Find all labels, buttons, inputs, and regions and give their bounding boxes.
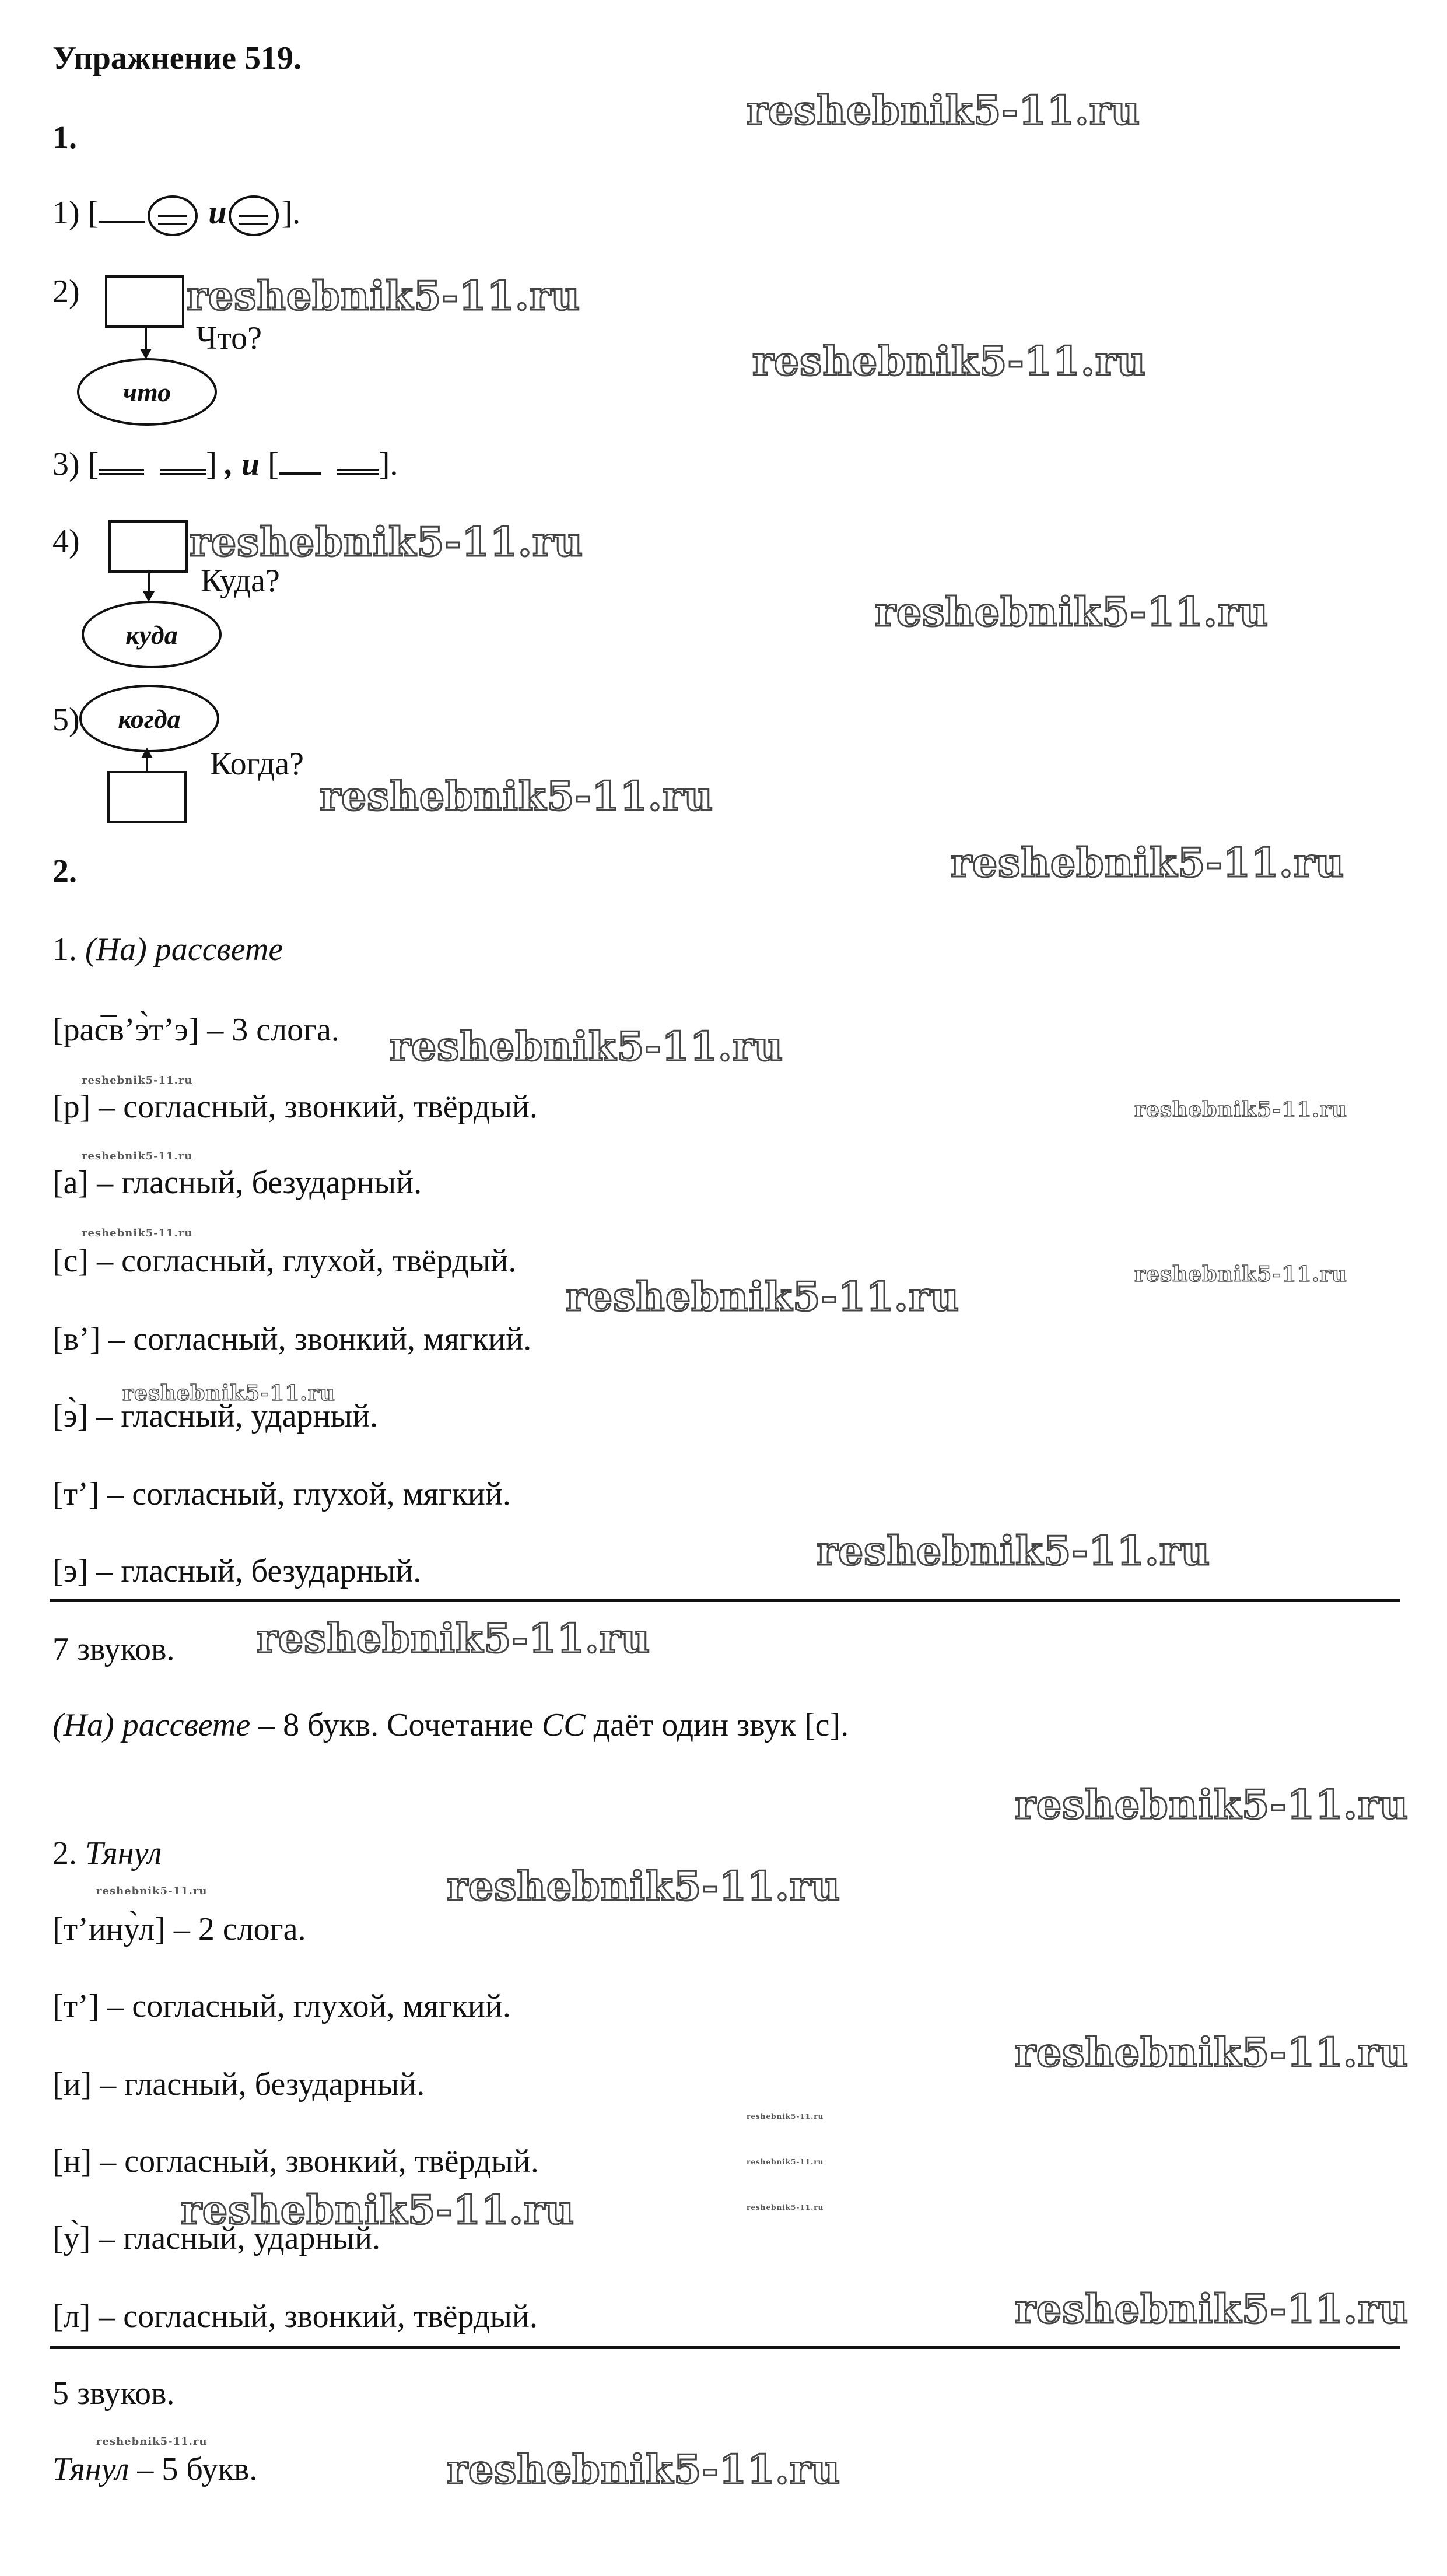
scheme-1-close-bracket: ]. — [281, 194, 301, 231]
word1-sound-count: 7 звуков. — [52, 1631, 175, 1667]
watermark: reshebnik5-11.ru — [185, 272, 581, 321]
word2-transcription: [т’ину̀л] – 2 слога. — [52, 1911, 306, 1947]
word1-line-4: [в’] – согласный, звонкий, мягкий. — [52, 1321, 532, 1357]
watermark: reshebnik5-11.ru — [318, 773, 714, 821]
scheme-2-oval: что — [77, 358, 217, 426]
watermark: reshebnik5-11.ru — [747, 2203, 824, 2211]
scheme-3: 3) [] , и []. — [52, 448, 398, 481]
scheme-4-question: Куда? — [201, 563, 280, 599]
scheme-1-conjunction: и — [208, 194, 227, 231]
scheme-3-open-bracket-1: [ — [87, 446, 99, 482]
scheme-3-close-bracket-2: ]. — [379, 446, 398, 482]
word2-line-4: [у̀] – гласный, ударный. — [52, 2220, 381, 2256]
watermark: reshebnik5-11.ru — [388, 1023, 784, 1071]
watermark: reshebnik5-11.ru — [747, 2158, 824, 2166]
watermark: reshebnik5-11.ru — [1134, 1261, 1347, 1287]
watermark: reshebnik5-11.ru — [82, 1074, 193, 1087]
word2-line-5: [л] – согласный, звонкий, твёрдый. — [52, 2298, 538, 2335]
word2-line-3: [н] – согласный, звонкий, твёрдый. — [52, 2143, 539, 2179]
word2-sound-count: 5 звуков. — [52, 2375, 175, 2412]
word2-line-2: [и] – гласный, безударный. — [52, 2066, 425, 2102]
scheme-5-question: Когда? — [210, 746, 304, 782]
watermark: reshebnik5-11.ru — [745, 87, 1141, 135]
scheme-3-close-bracket-1: ] — [206, 446, 217, 482]
watermark: reshebnik5-11.ru — [96, 1885, 208, 1897]
scheme-1: 1) [ и]. — [52, 195, 300, 236]
page-title: Упражнение 519. — [52, 40, 302, 76]
watermark: reshebnik5-11.ru — [747, 2112, 824, 2121]
watermark: reshebnik5-11.ru — [1014, 2029, 1409, 2077]
scheme-5-oval: когда — [79, 685, 219, 752]
word1-summary-rest: – 8 букв. Сочетание — [250, 1707, 542, 1743]
watermark: reshebnik5-11.ru — [446, 2446, 841, 2494]
predicate-underline-1 — [160, 466, 206, 475]
word2-word: Тянул — [85, 1835, 162, 1871]
word2-summary-word: Тянул — [52, 2451, 129, 2487]
scheme-2-question: Что? — [196, 320, 262, 356]
scheme-3-open-bracket-2: [ — [268, 446, 279, 482]
scheme-3-number: 3) — [52, 446, 80, 482]
watermark: reshebnik5-11.ru — [180, 2186, 575, 2235]
watermark: reshebnik5-11.ru — [950, 839, 1345, 888]
scheme-2-number: 2) — [52, 274, 80, 310]
word1-summary-word: (На) рассвете — [52, 1707, 251, 1743]
watermark: reshebnik5-11.ru — [96, 2435, 208, 2448]
subject-underline-2 — [278, 469, 321, 475]
watermark: reshebnik5-11.ru — [446, 1863, 841, 1911]
word2-number: 2. — [52, 1835, 77, 1871]
divider-1 — [50, 1599, 1400, 1602]
word1-transcription: [рас̅в’э̀т’э] – 3 слога. — [52, 1012, 339, 1048]
scheme-4-main-clause-box — [108, 520, 188, 573]
word1-summary: (На) рассвете – 8 букв. Сочетание СС даё… — [52, 1709, 849, 1741]
word2-line-1: [т’] – согласный, глухой, мягкий. — [52, 1988, 511, 2024]
watermark: reshebnik5-11.ru — [122, 1380, 335, 1406]
scheme-1-number: 1) — [52, 194, 80, 231]
word1-line-6: [т’] – согласный, глухой, мягкий. — [52, 1476, 511, 1512]
part1-label: 1. — [52, 120, 77, 156]
watermark: reshebnik5-11.ru — [1134, 1097, 1347, 1123]
scheme-4-oval: куда — [82, 601, 222, 668]
watermark: reshebnik5-11.ru — [565, 1273, 960, 1322]
watermark: reshebnik5-11.ru — [874, 588, 1269, 637]
word1-summary-cc: СС — [541, 1707, 586, 1743]
watermark: reshebnik5-11.ru — [815, 1527, 1211, 1576]
word1-heading: 1. (На) рассвете — [52, 933, 283, 966]
watermark: reshebnik5-11.ru — [1014, 2286, 1409, 2334]
scheme-2-main-clause-box — [105, 275, 184, 328]
scheme-1-open-bracket: [ — [87, 194, 99, 231]
word1-word: (На) рассвете — [85, 931, 283, 968]
subject-underline-1 — [99, 466, 145, 475]
predicate-oval-mark-2 — [229, 195, 279, 236]
scheme-5-number: 5) — [52, 702, 80, 738]
predicate-underline-2 — [337, 466, 379, 475]
part2-label: 2. — [52, 853, 77, 889]
word2-heading: 2. Тянул — [52, 1837, 162, 1870]
watermark: reshebnik5-11.ru — [82, 1227, 193, 1239]
word1-line-3: [с] – согласный, глухой, твёрдый. — [52, 1243, 517, 1279]
watermark: reshebnik5-11.ru — [188, 518, 584, 567]
word2-summary-rest: – 5 букв. — [129, 2451, 258, 2487]
word1-line-5: [э̀] – гласный, ударный. — [52, 1398, 379, 1434]
scheme-arrows — [140, 328, 155, 771]
word1-line-2: [а] – гласный, безударный. — [52, 1165, 422, 1201]
watermark: reshebnik5-11.ru — [82, 1150, 193, 1162]
watermark: reshebnik5-11.ru — [1014, 1781, 1409, 1830]
scheme-4-number: 4) — [52, 523, 80, 559]
watermark: reshebnik5-11.ru — [255, 1615, 651, 1663]
word1-line-7: [э] – гласный, безударный. — [52, 1553, 422, 1589]
subject-underline — [99, 218, 146, 223]
watermark: reshebnik5-11.ru — [751, 338, 1147, 386]
word1-number: 1. — [52, 931, 77, 968]
divider-2 — [50, 2346, 1400, 2349]
predicate-oval-mark — [148, 195, 198, 236]
scheme-5-main-clause-box — [107, 771, 187, 823]
word1-line-1: [р] – согласный, звонкий, твёрдый. — [52, 1089, 538, 1125]
scheme-3-conjunction: , и — [225, 446, 260, 482]
word1-summary-end: даёт один звук [с]. — [585, 1707, 849, 1743]
word2-summary: Тянул – 5 букв. — [52, 2453, 257, 2486]
